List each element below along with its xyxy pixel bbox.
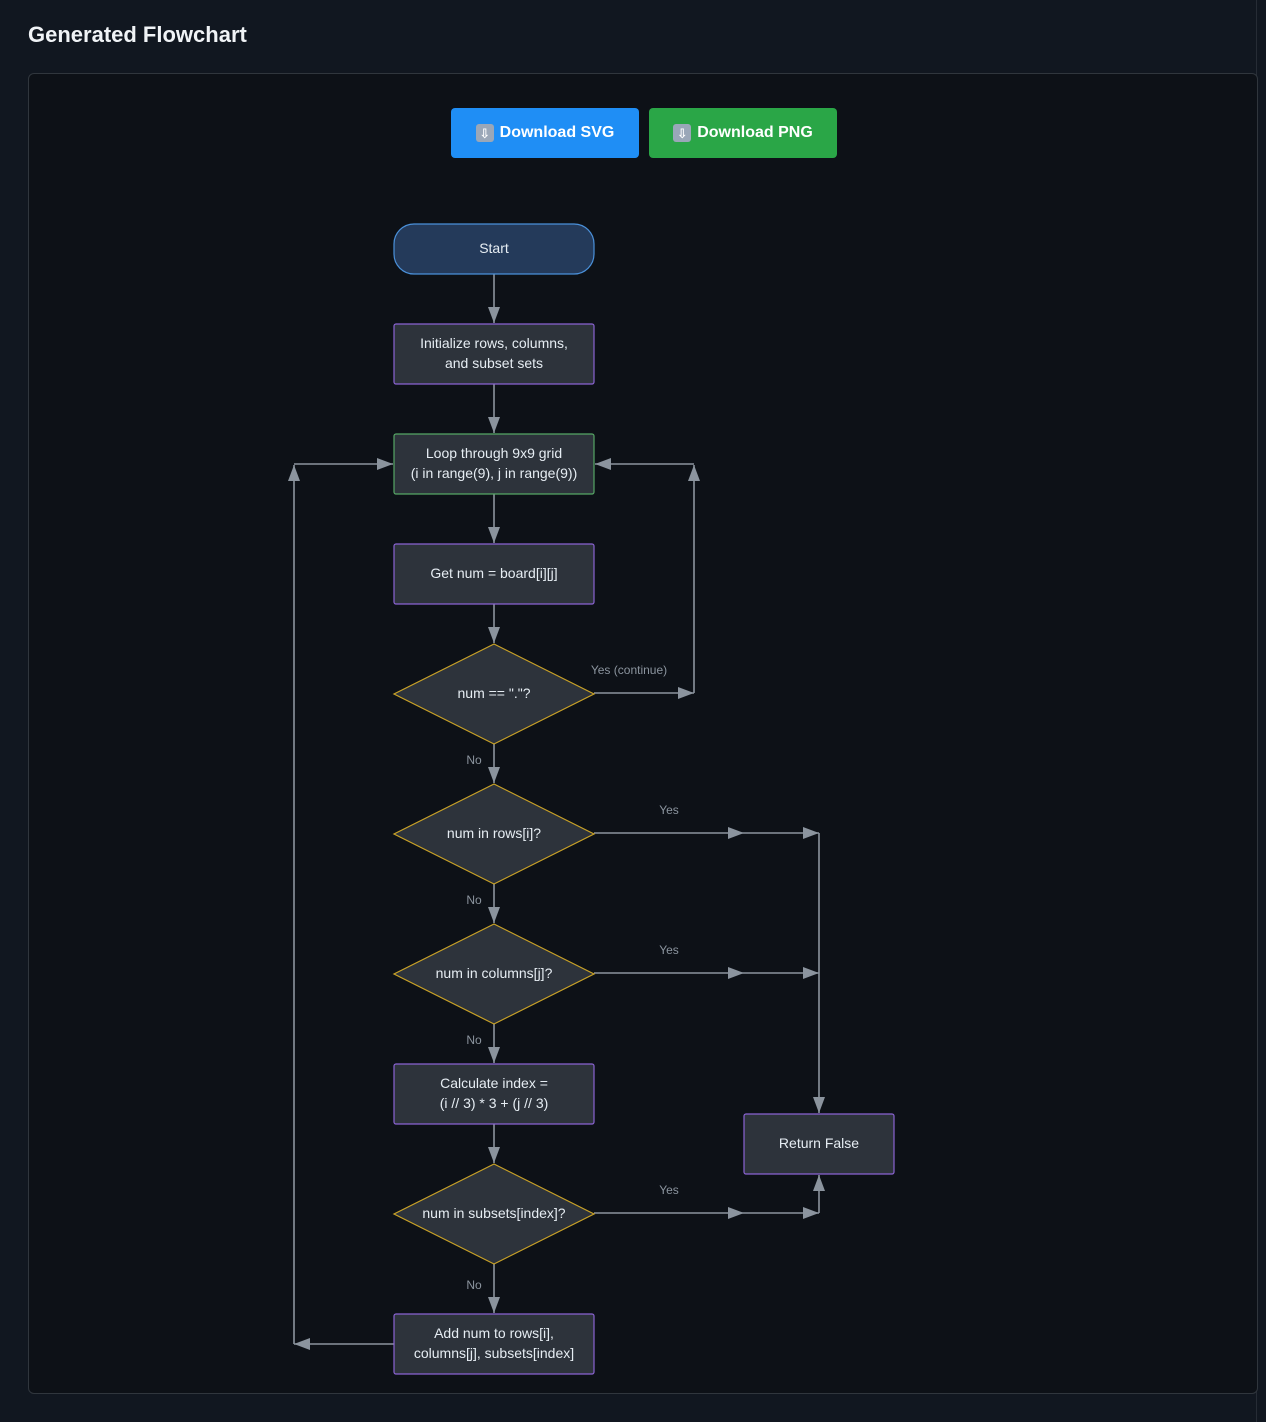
edge-label-subs-no: No — [466, 1278, 482, 1292]
subs-decision-node — [392, 1163, 596, 1265]
rows-decision-label: num in rows[i]? — [447, 825, 541, 841]
dot-decision-node — [392, 643, 596, 745]
add-node — [393, 1313, 595, 1375]
download-png-button[interactable]: ⇩ Download PNG — [649, 108, 837, 158]
cols-decision-label: num in columns[j]? — [436, 965, 553, 981]
init-label-line1: Initialize rows, columns, — [420, 335, 568, 351]
getnum-label: Get num = board[i][j] — [430, 565, 557, 581]
start-label: Start — [479, 240, 509, 256]
cols-decision-node — [392, 923, 596, 1025]
download-arrow-icon: ⇩ — [673, 124, 692, 142]
subs-decision-label: num in subsets[index]? — [422, 1205, 565, 1221]
edge-label-rows-no: No — [466, 893, 482, 907]
add-label-line1: Add num to rows[i], — [434, 1325, 554, 1341]
loop-node — [393, 433, 595, 495]
edge-label-cols-no: No — [466, 1033, 482, 1047]
init-label-line2: and subset sets — [445, 355, 543, 371]
loop-label-line2: (i in range(9), j in range(9)) — [411, 465, 578, 481]
start-node — [393, 223, 595, 275]
calc-label-line1: Calculate index = — [440, 1075, 548, 1091]
loop-label-line1: Loop through 9x9 grid — [426, 445, 562, 461]
calc-label-line2: (i // 3) * 3 + (j // 3) — [440, 1095, 549, 1111]
calc-node — [393, 1063, 595, 1125]
return-false-node — [743, 1113, 895, 1175]
rows-decision-node — [392, 783, 596, 885]
download-png-label: Download PNG — [697, 124, 813, 141]
download-svg-label: Download SVG — [499, 124, 615, 141]
edge-label-rows-yes: Yes — [659, 803, 679, 817]
return-false-label: Return False — [779, 1135, 859, 1151]
flowchart-panel — [28, 73, 1258, 1394]
edge-label-subs-yes: Yes — [659, 1183, 679, 1197]
init-node — [393, 323, 595, 385]
add-label-line2: columns[j], subsets[index] — [414, 1345, 574, 1361]
edge-label-cols-yes: Yes — [659, 943, 679, 957]
download-svg-button[interactable]: ⇩ Download SVG — [451, 108, 639, 158]
download-arrow-icon: ⇩ — [475, 124, 494, 142]
dot-decision-label: num == "."? — [458, 685, 531, 701]
page-title: Generated Flowchart — [28, 22, 247, 47]
edge-label-dot-yes: Yes (continue) — [591, 663, 667, 677]
getnum-node — [393, 543, 595, 605]
edge-label-dot-no: No — [466, 753, 482, 767]
